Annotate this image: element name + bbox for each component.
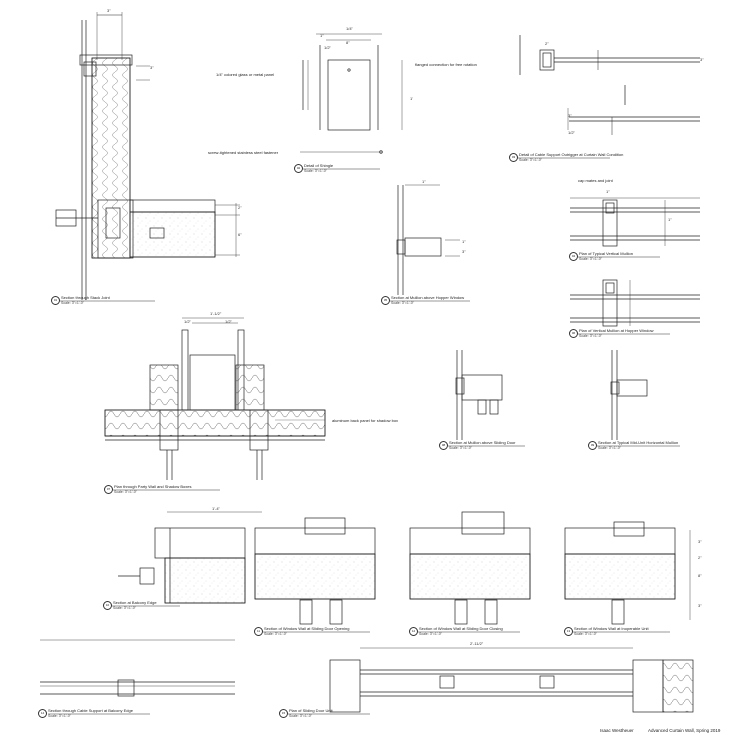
caption-rules — [48, 157, 680, 715]
dim-03-c: 3" — [568, 113, 572, 118]
detail-15-sliding-door-plan — [329, 647, 694, 713]
dim-04-a: 1" — [606, 189, 610, 194]
detail-title: Detail of Cable Support Outrigger at Cur… — [519, 152, 624, 157]
dim-03-a: 2" — [545, 41, 549, 46]
dim-04-b: 1" — [668, 217, 672, 222]
detail-05-hopper-mullion — [396, 184, 460, 295]
detail-title: Plan through Party Wall and Shadow Boxes — [114, 484, 192, 489]
detail-number: 08 — [439, 441, 448, 450]
detail-03-cable-outrigger — [519, 35, 700, 135]
detail-scale: Scale: 3"=1'-0" — [113, 605, 136, 610]
detail-13-inoperable-unit — [564, 521, 691, 625]
detail-scale: Scale: 3"=1'-0" — [289, 713, 312, 718]
detail-scale: Scale: 3"=1'-0" — [48, 713, 71, 718]
detail-title: Plan of Vertical Mullion at Hopper Windo… — [579, 328, 654, 333]
detail-number: 10 — [103, 601, 112, 610]
dim-07-c: 1/2" — [225, 319, 232, 324]
dim-15-a: 2'-11/2" — [470, 641, 484, 646]
dim-01-top: 3" — [107, 8, 111, 13]
detail-09-horizontal-mullion — [610, 350, 648, 440]
detail-title: Section at Mullion above Hopper Window — [391, 295, 465, 300]
detail-number: 01 — [51, 296, 60, 305]
dim-03-d: 1/2" — [568, 130, 575, 135]
dim-02-e: 1/2" — [324, 45, 331, 50]
annotation-shingle-glass: 1/4" colored glass or metal panel — [216, 72, 275, 77]
dim-05-c: 3" — [462, 249, 466, 254]
dim-01-a: 3" — [150, 65, 154, 70]
dim-05-a: 1" — [422, 179, 426, 184]
detail-02-shingle — [300, 33, 403, 154]
detail-number: 04 — [569, 252, 578, 261]
detail-number: 07 — [104, 485, 113, 494]
footer-course: Advanced Curtain Wall, Spring 2019 — [648, 728, 721, 733]
detail-12-sliding-door-closing — [409, 511, 531, 625]
dim-02-c: 8" — [346, 40, 350, 45]
detail-number: 03 — [509, 153, 518, 162]
detail-title: Section at Typical Mid-Unit Horizontal M… — [598, 440, 679, 445]
detail-title: Section of Window Wall at Inoperable Uni… — [574, 626, 649, 631]
detail-number: 06 — [569, 329, 578, 338]
detail-scale: Scale: 3"=1'-0" — [598, 445, 621, 450]
detail-scale: Scale: 3"=1'-0" — [419, 631, 442, 636]
detail-08-sliding-door-mullion — [455, 350, 503, 440]
detail-scale: Scale: 3"=1'-0" — [519, 157, 542, 162]
detail-14-cable-support — [40, 639, 235, 697]
dim-05-b: 1" — [462, 239, 466, 244]
detail-scale: Scale: 3"=1'-0" — [304, 168, 327, 173]
detail-number: 13 — [564, 627, 573, 636]
detail-07-party-wall — [104, 317, 326, 513]
detail-scale: Scale: 3"=1'-0" — [61, 300, 84, 305]
detail-scale: Scale: 3"=1'-0" — [579, 256, 602, 261]
detail-number: 15 — [279, 709, 288, 718]
detail-10-balcony-edge — [118, 527, 246, 604]
detail-number: 11 — [254, 627, 263, 636]
annotation-shingle-fastener: screw-tightened stainless steel fastener — [208, 150, 279, 155]
dim-13-a: 3" — [698, 539, 702, 544]
annotation-shingle-flanged: flanged connection for free rotation — [415, 62, 477, 67]
dim-02-b: 1" — [320, 33, 324, 38]
dim-02-d: 1' — [410, 96, 413, 101]
detail-scale: Scale: 3"=1'-0" — [574, 631, 597, 636]
detail-01-stack-joint — [55, 12, 240, 300]
dim-01-c: 6" — [238, 232, 242, 237]
detail-title: Section at Mullion above Sliding Door — [449, 440, 516, 445]
dim-13-b: 2" — [698, 555, 702, 560]
dim-02-a: 1/4" — [346, 26, 353, 31]
detail-number: 02 — [294, 164, 303, 173]
detail-11-sliding-door-opening — [254, 517, 376, 625]
dim-07-a: 1'-1/2" — [210, 311, 222, 316]
detail-title: Section at Balcony Edge — [113, 600, 157, 605]
detail-scale: Scale: 3"=1'-0" — [391, 300, 414, 305]
detail-number: 12 — [409, 627, 418, 636]
dim-07-b: 1/2" — [184, 319, 191, 324]
detail-title: Plan of Typical Vertical Mullion — [579, 251, 633, 256]
detail-title: Plan of Sliding Door Unit — [289, 708, 333, 713]
dim-01-b: 2" — [238, 205, 242, 210]
footer-author: Isaac Westheuer — [600, 728, 634, 733]
annotation-party-wall-panel: aluminum back panel for shadow box — [332, 418, 399, 423]
dim-03-b: 3" — [700, 57, 704, 62]
annotation-mullion-cap: cap mates and joint — [578, 178, 613, 183]
detail-number: 09 — [588, 441, 597, 450]
detail-04-vertical-mullion — [570, 197, 700, 247]
detail-number: 05 — [381, 296, 390, 305]
dim-13-d: 3" — [698, 603, 702, 608]
detail-title: Section of Window Wall at Sliding Door O… — [264, 626, 350, 631]
detail-title: Section through Cable Support at Balcony… — [48, 708, 133, 713]
detail-06-hopper-plan — [570, 279, 700, 327]
dim-07-d: 1'-4" — [212, 506, 220, 511]
detail-scale: Scale: 3"=1'-0" — [264, 631, 287, 636]
detail-title: Section through Stack Joint — [61, 295, 110, 300]
dim-13-c: 8" — [698, 573, 702, 578]
detail-title: Detail of Shingle — [304, 163, 334, 168]
detail-number: 14 — [38, 709, 47, 718]
detail-title: Section of Window Wall at Sliding Door C… — [419, 626, 503, 631]
detail-scale: Scale: 3"=1'-0" — [449, 445, 472, 450]
detail-scale: Scale: 3"=1'-0" — [114, 489, 137, 494]
detail-scale: Scale: 3"=1'-0" — [579, 333, 602, 338]
